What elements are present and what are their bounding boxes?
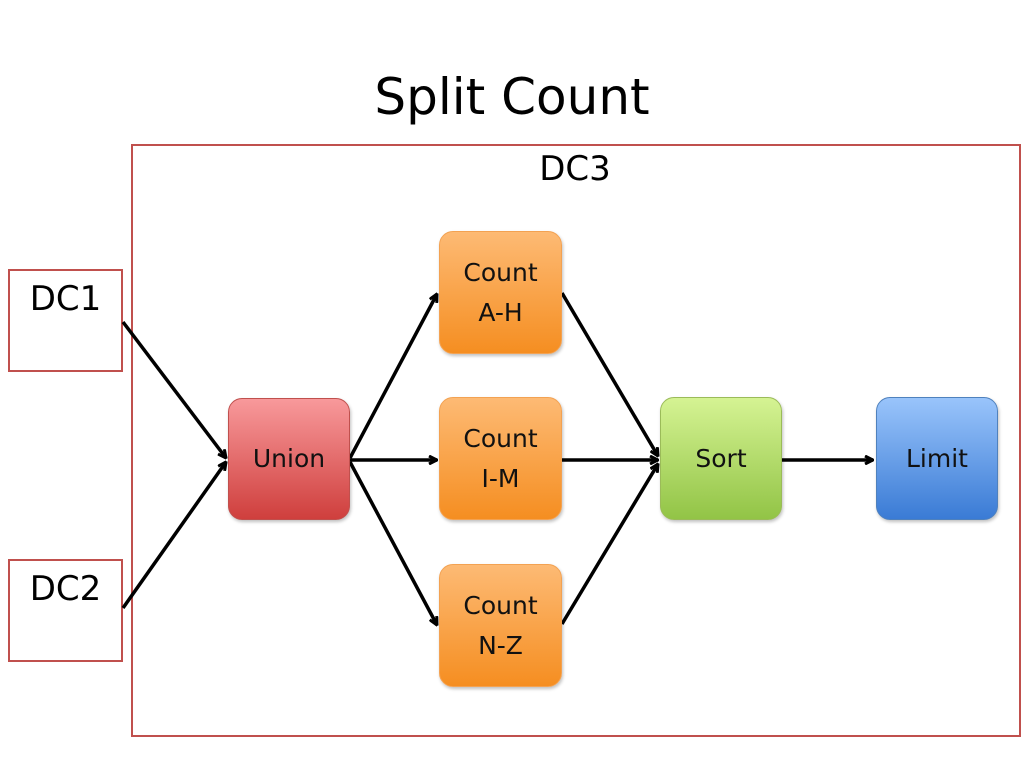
dc3-label: DC3 — [539, 149, 611, 189]
dc2-container: DC2 — [8, 559, 123, 662]
dc2-label: DC2 — [29, 569, 102, 609]
count-a-h-label-line1: Count — [463, 257, 538, 287]
union-label: Union — [252, 444, 326, 473]
sort-label: Sort — [695, 443, 747, 473]
count-a-h-node: Count A-H — [439, 231, 562, 354]
count-n-z-node: Count N-Z — [439, 564, 562, 687]
count-n-z-label-line2: N-Z — [478, 630, 523, 660]
count-i-m-node: Count I-M — [439, 397, 562, 520]
limit-label: Limit — [906, 443, 968, 473]
count-n-z-label-line1: Count — [463, 590, 538, 620]
diagram-title: Split Count — [374, 68, 650, 126]
dc1-container: DC1 — [8, 269, 123, 372]
union-node: Union — [228, 398, 350, 520]
count-i-m-label-line1: Count — [463, 423, 538, 453]
count-a-h-label-line2: A-H — [478, 297, 523, 327]
limit-node: Limit — [876, 397, 998, 520]
dc1-label: DC1 — [29, 279, 102, 319]
count-i-m-label-line2: I-M — [481, 463, 520, 493]
sort-node: Sort — [660, 397, 782, 520]
